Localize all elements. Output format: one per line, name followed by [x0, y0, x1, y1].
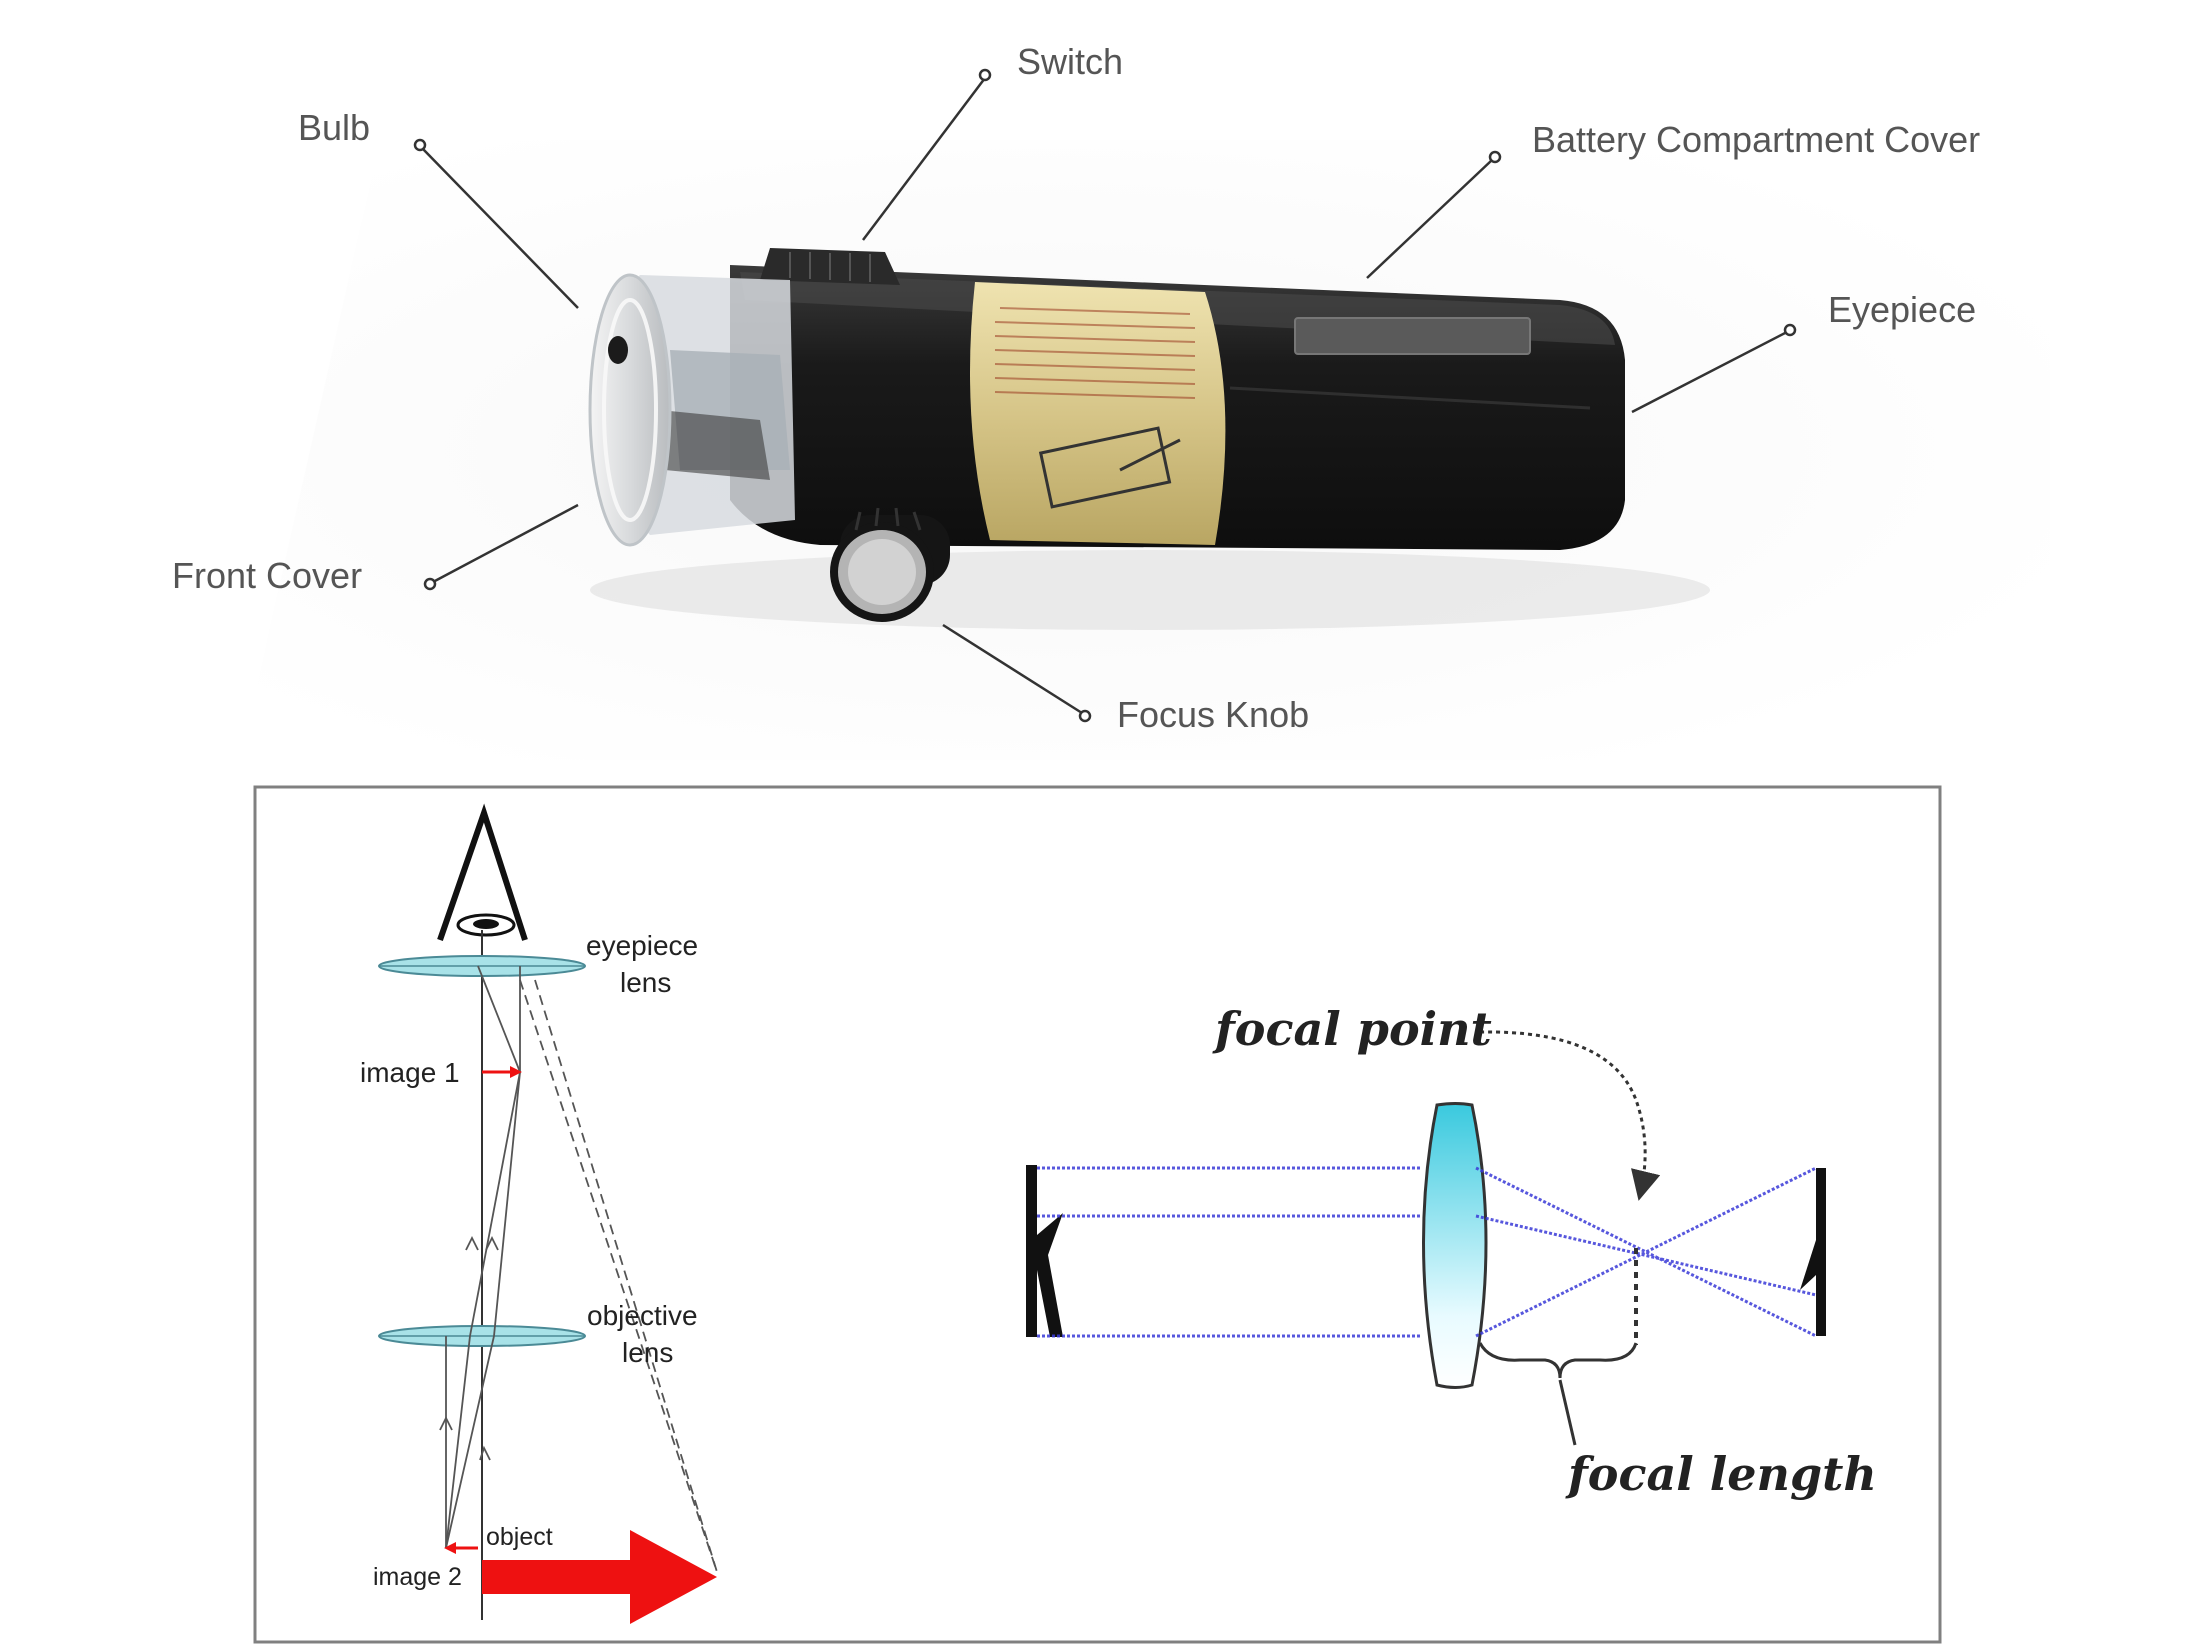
inner-shadow — [660, 410, 770, 480]
solid-rays — [445, 965, 521, 1549]
label-focal-point: focal point — [1212, 1002, 1492, 1056]
incoming-rays — [1037, 1166, 1420, 1338]
label-image-1: image 1 — [360, 1057, 460, 1088]
label-focus-knob: Focus Knob — [1117, 694, 1309, 735]
label-eyepiece-lens-line2: lens — [620, 967, 671, 998]
eyepiece-window — [1294, 317, 1531, 355]
battery-cover-seam — [1229, 386, 1591, 410]
eye-symbol — [437, 803, 528, 941]
label-bulb: Bulb — [298, 107, 370, 148]
focal-lens-diagram: focal point focal length — [1026, 1002, 1877, 1501]
label-eyepiece: Eyepiece — [1828, 289, 1976, 330]
focal-point-pointer — [1479, 1030, 1661, 1201]
device-illustration: Switch Bulb Battery Compartment Cover Ey… — [172, 41, 2050, 760]
refracted-rays — [1475, 1166, 1817, 1338]
focus-knob — [830, 507, 950, 622]
object-bar-left — [1026, 1165, 1037, 1337]
band-diagram-mark — [1038, 426, 1181, 509]
microscope-ray-diagram: eyepiece lens image 1 objective lens obj… — [360, 803, 718, 1624]
front-cover-rim — [602, 298, 658, 522]
converging-lens — [1422, 1102, 1488, 1389]
band-fine-print — [994, 307, 1196, 399]
object-arrow — [482, 1530, 717, 1624]
image2-arrow-head — [444, 1542, 456, 1554]
label-switch: Switch — [1017, 41, 1123, 82]
label-eyepiece-lens-line1: eyepiece — [586, 930, 698, 961]
image-bar-right-notch — [1800, 1240, 1816, 1290]
label-objective-lens-line1: objective — [587, 1300, 698, 1331]
label-band — [970, 282, 1226, 545]
focal-length-leader — [1558, 1379, 1577, 1446]
image1-arrow-head — [510, 1066, 522, 1078]
object-bar-left-notch — [1037, 1213, 1063, 1337]
focal-length-brace — [1478, 1342, 1638, 1379]
ray-direction-arrows — [439, 1235, 499, 1461]
label-image-2: image 2 — [373, 1563, 462, 1591]
label-focal-length: focal length — [1565, 1447, 1877, 1501]
leader-lines — [413, 68, 1797, 723]
label-front-cover: Front Cover — [172, 555, 362, 596]
label-battery-compartment-cover: Battery Compartment Cover — [1532, 119, 1980, 160]
bulb — [608, 336, 628, 364]
dashed-rays — [519, 979, 718, 1573]
eye-pupil — [473, 919, 499, 929]
image-bar-right — [1816, 1168, 1826, 1336]
switch-ridges — [789, 252, 871, 282]
ground-shadow — [590, 550, 1710, 630]
label-objective-lens-line2: lens — [622, 1337, 673, 1368]
label-object: object — [486, 1523, 553, 1551]
